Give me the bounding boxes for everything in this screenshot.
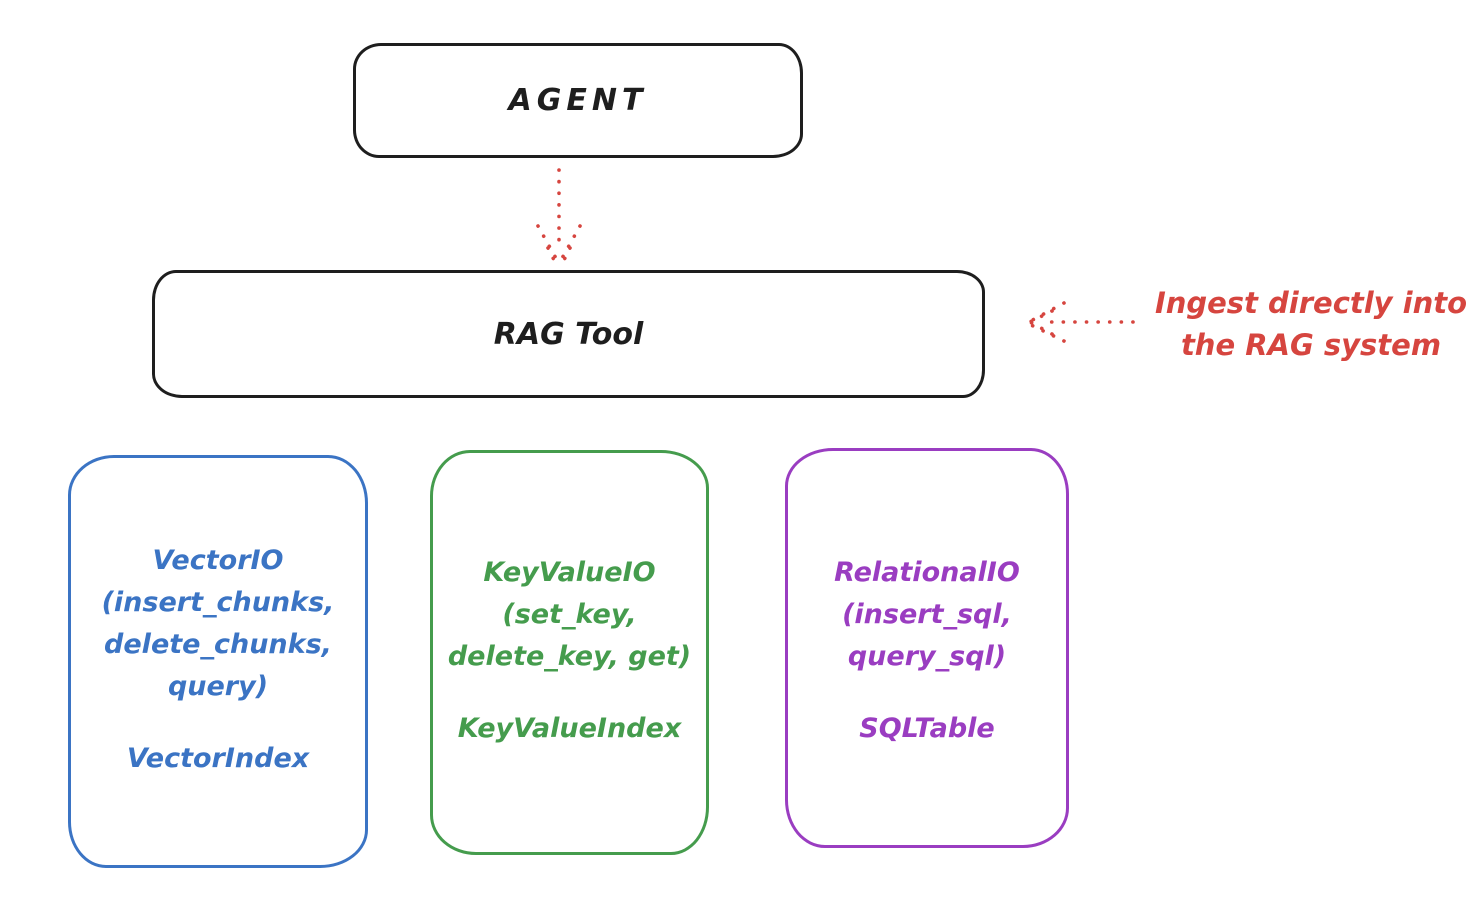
agent-node: AGENT <box>353 43 803 158</box>
keyvalue-io-interface-label: KeyValueIO (set_key, delete_key, get) <box>447 557 692 672</box>
ingest-dotted-arrow-icon <box>1025 301 1135 343</box>
relational-io-interface-label: RelationalIO (insert_sql, query_sql) <box>834 557 1020 672</box>
rag-tool-label: RAG Tool <box>493 316 644 352</box>
vector-io-interface-label: VectorIO (insert_chunks, delete_chunks, … <box>101 545 335 702</box>
keyvalue-index-label: KeyValueIndex <box>457 713 682 744</box>
agent-label: AGENT <box>508 83 648 118</box>
ingest-annotation-text: Ingest directly into the RAG system <box>1154 286 1468 362</box>
relational-io-node: RelationalIO (insert_sql, query_sql) SQL… <box>785 448 1069 848</box>
keyvalue-io-node: KeyValueIO (set_key, delete_key, get) Ke… <box>430 450 709 855</box>
vector-io-node: VectorIO (insert_chunks, delete_chunks, … <box>68 455 368 868</box>
sql-table-label: SQLTable <box>859 713 995 744</box>
rag-tool-node: RAG Tool <box>152 270 985 398</box>
vector-index-label: VectorIndex <box>126 743 310 774</box>
agent-to-rag-dotted-arrow-icon <box>536 168 582 268</box>
